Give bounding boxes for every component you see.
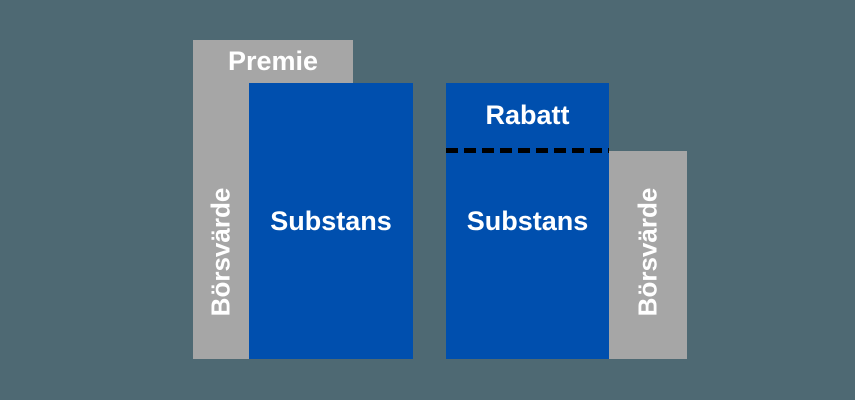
discount-dashed-line — [446, 148, 609, 153]
right-borsvarde-label: Börsvärde — [632, 187, 663, 317]
premie-label-area: Premie — [193, 40, 353, 83]
left-substans-label: Substans — [270, 205, 392, 236]
rabatt-label: Rabatt — [485, 100, 570, 130]
right-substans-bar: Substans — [446, 83, 609, 359]
premie-label: Premie — [227, 46, 319, 76]
right-substans-label: Substans — [466, 205, 589, 236]
left-borsvarde-label: Börsvärde — [205, 187, 236, 317]
right-borsvarde-bar — [609, 151, 687, 359]
rabatt-label-area: Rabatt — [446, 83, 609, 148]
left-substans-bar: Substans — [249, 83, 413, 359]
